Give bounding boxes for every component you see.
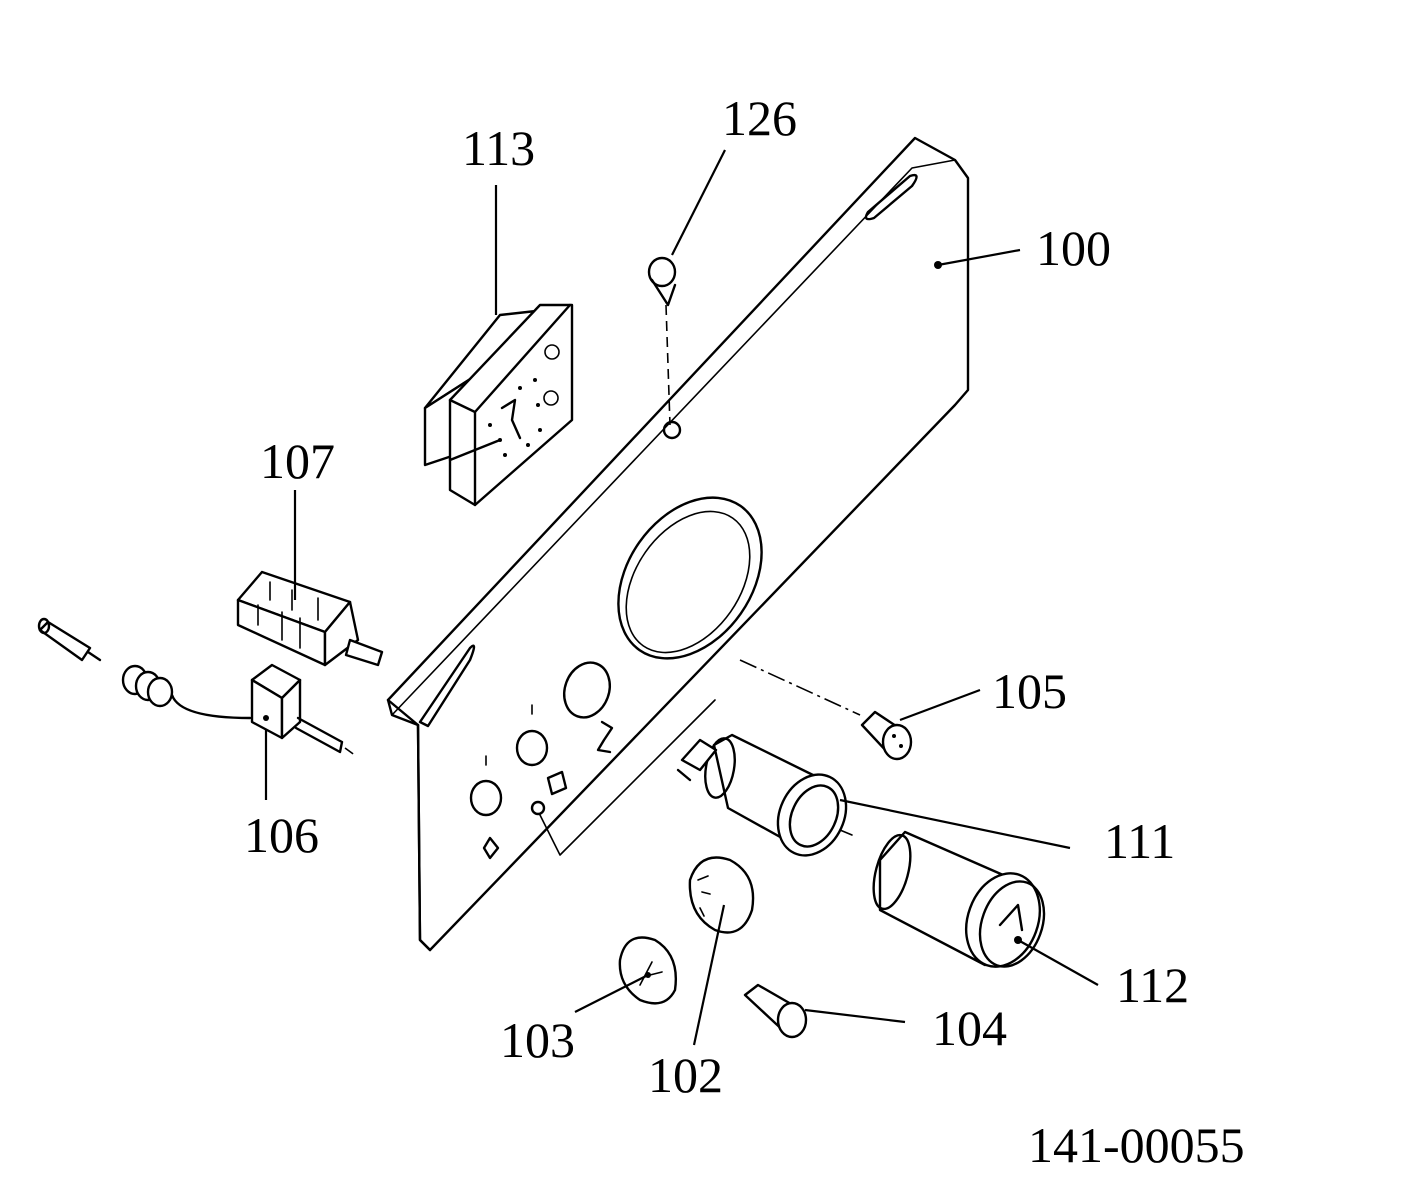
- rotary-switch-block: [236, 570, 384, 667]
- label-105: 105: [992, 663, 1067, 719]
- label-112: 112: [1116, 957, 1189, 1013]
- cap-plug: [647, 256, 677, 426]
- control-knob: [688, 856, 755, 934]
- label-111: 111: [1104, 813, 1175, 869]
- label-113: 113: [462, 120, 535, 176]
- indicator-disc: [618, 936, 677, 1005]
- clock-timer-module: [423, 303, 574, 507]
- thermostat-sensor: [37, 617, 357, 757]
- control-panel: [386, 136, 970, 952]
- label-106: 106: [244, 807, 319, 863]
- label-126: 126: [722, 90, 797, 146]
- label-104: 104: [932, 1000, 1007, 1056]
- push-button: [743, 983, 808, 1039]
- small-plug: [739, 659, 913, 761]
- label-100: 100: [1036, 220, 1111, 276]
- label-107: 107: [260, 433, 335, 489]
- label-102: 102: [648, 1047, 723, 1103]
- leader-lines: [264, 149, 1099, 1046]
- part-labels: 113 126 100 107 106 105 111 112 104 103 …: [244, 90, 1189, 1103]
- lamp-holder-socket: [676, 733, 853, 857]
- indicator-lens-housing: [872, 830, 1046, 968]
- label-103: 103: [500, 1012, 575, 1068]
- document-number: 141-00055: [1028, 1117, 1245, 1173]
